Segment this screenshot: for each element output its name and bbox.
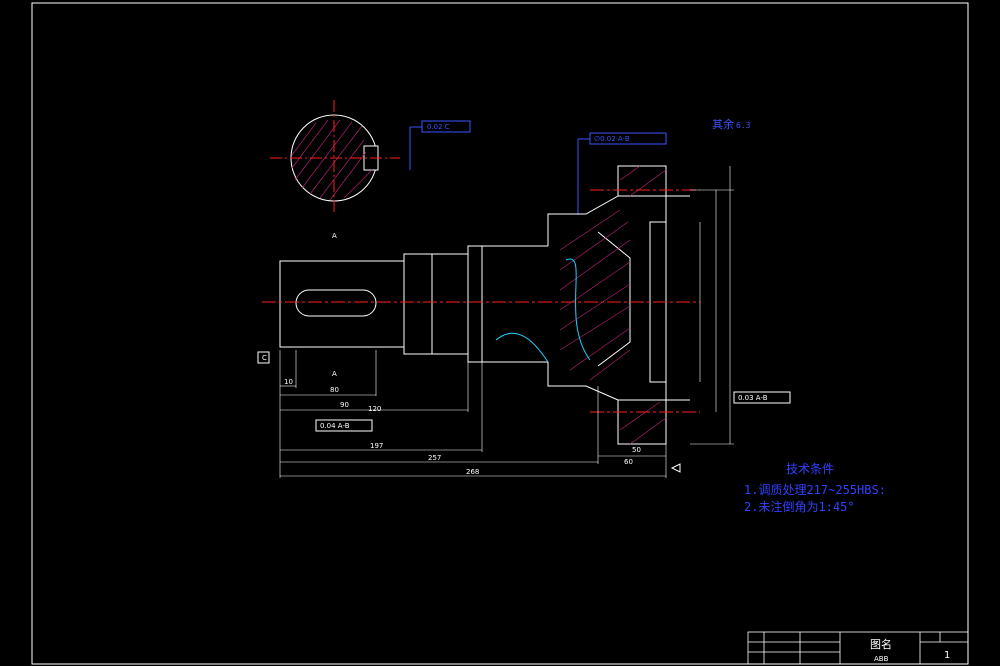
- dimensions-bottom: [279, 350, 667, 478]
- svg-text:A: A: [332, 370, 337, 378]
- title-block-code: ABB: [874, 655, 889, 663]
- title-block-title: 图名: [870, 637, 892, 651]
- svg-text:0.02 C: 0.02 C: [427, 123, 450, 131]
- svg-text:0.03 A-B: 0.03 A-B: [738, 394, 768, 402]
- svg-text:197: 197: [370, 442, 383, 450]
- datum-arrow: [670, 463, 681, 473]
- bevel-gear: [495, 165, 690, 445]
- svg-text:90: 90: [340, 401, 349, 409]
- tolerance-frame-top: 0.02 C: [409, 120, 471, 170]
- technical-requirements: 技术条件 1.调质处理217~255HBS: 2.未注倒角为1:45°: [744, 460, 886, 515]
- dimensions-right: [690, 166, 734, 445]
- svg-text:50: 50: [632, 446, 641, 454]
- svg-text:C: C: [262, 354, 267, 362]
- tolerance-frame-gear: ∅0.02 A-B: [577, 132, 667, 215]
- runout-box-right: [733, 391, 791, 404]
- outer-frame: [31, 2, 969, 665]
- title-block-sheet: 1: [944, 650, 950, 661]
- tech-req-item-1: 1.调质处理217~255HBS:: [744, 483, 886, 497]
- svg-text:257: 257: [428, 454, 441, 462]
- svg-text:10: 10: [284, 378, 293, 386]
- tech-req-item-2: 2.未注倒角为1:45°: [744, 500, 855, 514]
- svg-text:∅0.02 A-B: ∅0.02 A-B: [594, 135, 630, 143]
- runout-box-bottom: [315, 419, 373, 432]
- shaft: [279, 245, 548, 363]
- svg-text:60: 60: [624, 458, 633, 466]
- svg-text:80: 80: [330, 386, 339, 394]
- svg-text:120: 120: [368, 405, 381, 413]
- title-block: [747, 631, 969, 665]
- tech-req-title: 技术条件: [786, 462, 835, 476]
- datum-box: [257, 351, 270, 364]
- svg-text:268: 268: [466, 468, 479, 476]
- section-view: [270, 100, 400, 215]
- svg-text:0.04 A-B: 0.04 A-B: [320, 422, 350, 430]
- svg-text:A: A: [332, 232, 337, 240]
